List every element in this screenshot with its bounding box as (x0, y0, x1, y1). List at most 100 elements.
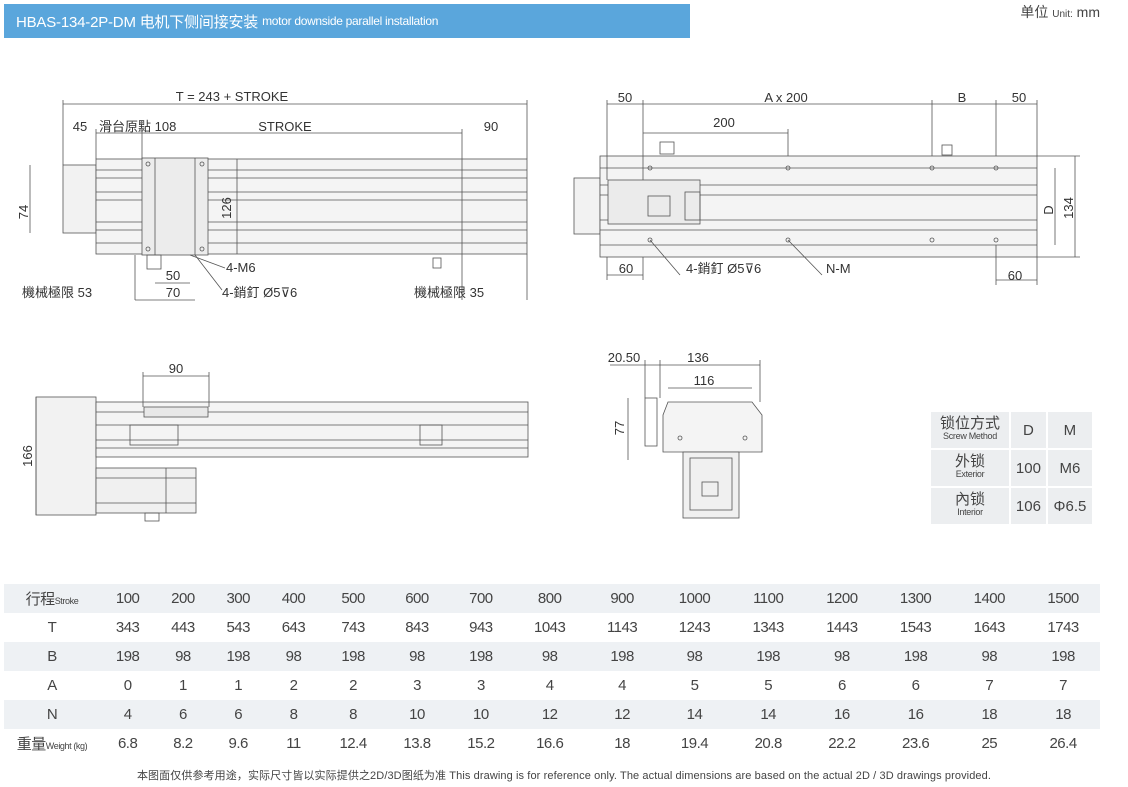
table-cell: 15.2 (467, 735, 495, 752)
table-cell: 1343 (752, 619, 785, 636)
screw-row-d: 106 (1009, 486, 1048, 526)
table-cell: 4 (545, 677, 554, 694)
row-label: N (4, 700, 100, 729)
table-cell: 16.6 (536, 735, 564, 752)
screw-row-interior: 內锁 Interior 106 Φ6.5 (929, 486, 1095, 526)
table-cell: 10 (448, 700, 513, 729)
table-cell: 3 (413, 677, 421, 694)
dim-74: 74 (16, 205, 31, 219)
table-cell: 843 (405, 619, 429, 636)
dim-50-top: 50 (166, 268, 180, 283)
table-cell: 1 (179, 677, 187, 694)
table-cell: 8.2 (173, 735, 193, 752)
label-thread: 4-M6 (226, 260, 256, 275)
screw-table-header: 锁位方式 Screw Method D M (929, 410, 1095, 450)
table-cell: 20.8 (754, 735, 783, 752)
dim-2050: 20.50 (608, 350, 641, 365)
table-cell: 98 (155, 642, 211, 671)
unit-label: 单位 Unit: mm (1020, 2, 1100, 22)
table-cell: 98 (952, 642, 1027, 671)
table-cell: 14 (657, 700, 732, 729)
table-cell: 1043 (534, 619, 566, 636)
title-bar: HBAS-134-2P-DM 电机下侧间接安装 motor downside p… (4, 4, 690, 38)
table-cell: 500 (321, 584, 386, 613)
table-cell: 6 (837, 677, 846, 694)
table-cell: 198 (586, 642, 658, 671)
dim-60-right: 60 (1008, 268, 1022, 283)
table-cell: 0 (123, 677, 132, 694)
table-cell: 7 (985, 677, 994, 694)
table-cell: 98 (265, 642, 322, 671)
table-cell: 198 (878, 642, 953, 671)
table-cell: 1400 (952, 584, 1027, 613)
table-cell: 12 (586, 700, 658, 729)
end-view: 20.50 136 116 77 (608, 350, 763, 519)
table-cell: 198 (210, 642, 266, 671)
table-cell: 1500 (1026, 584, 1100, 613)
table-cell: 400 (265, 584, 322, 613)
table-cell: 1143 (606, 619, 638, 636)
table-cell: 1443 (826, 619, 858, 636)
table-cell: 1643 (973, 619, 1006, 636)
table-cell: 300 (210, 584, 266, 613)
motor-block (62, 164, 97, 234)
row-label: A (47, 677, 57, 694)
technical-drawing: T = 243 + STROKE 45 滑台原點 108 STROKE 90 7… (16, 89, 1080, 522)
table-cell: 2 (289, 677, 298, 694)
table-cell: 12 (512, 700, 587, 729)
dim-50-left: 50 (618, 90, 632, 105)
table-cell: 98 (512, 642, 587, 671)
dim-126: 126 (219, 197, 234, 219)
table-cell: 198 (1026, 642, 1100, 671)
label-mech-limit-right: 機械極限 35 (414, 285, 484, 300)
label-mech-limit-left: 機械極限 53 (22, 285, 92, 300)
label-origin: 滑台原點 108 (99, 119, 176, 134)
screw-row-label: 內锁 Interior (929, 486, 1011, 526)
table-cell: 3 (476, 677, 485, 694)
table-cell: 16 (878, 700, 953, 729)
table-cell: 98 (385, 642, 449, 671)
footnote: 本图面仅供参考用途，实际尺寸皆以实际提供之2D/3D图纸为准 This draw… (136, 770, 992, 782)
table-cell: 25 (981, 735, 998, 752)
page-title: HBAS-134-2P-DM 电机下侧间接安装 (16, 13, 259, 31)
table-cell: 19.4 (680, 735, 709, 752)
table-cell: 6 (911, 677, 920, 694)
table-cell: 198 (731, 642, 806, 671)
top-view: T = 243 + STROKE 45 滑台原點 108 STROKE 90 7… (16, 89, 528, 301)
screw-method-table: 锁位方式 Screw Method D M 外锁 Exterior 100 M6… (929, 410, 1095, 526)
dim-90-top: 90 (484, 119, 498, 134)
table-cell: 200 (155, 584, 211, 613)
table-cell: 2 (349, 677, 357, 694)
dim-166: 166 (20, 445, 35, 467)
dim-136: 136 (687, 350, 709, 365)
table-cell: 1200 (805, 584, 879, 613)
table-cell: 23.6 (902, 735, 930, 752)
row-label: 重量Weight (kg) (16, 736, 88, 753)
table-cell: 198 (448, 642, 513, 671)
dim-134: 134 (1061, 197, 1076, 219)
table-cell: 6.8 (117, 735, 138, 752)
table-cell: 13.8 (403, 735, 431, 752)
table-cell: 1743 (1047, 619, 1079, 636)
table-cell: 4 (618, 677, 627, 694)
table-cell: 98 (805, 642, 879, 671)
screw-row-exterior: 外锁 Exterior 100 M6 (929, 448, 1095, 488)
table-cell: 26.4 (1049, 735, 1077, 752)
table-cell: 700 (448, 584, 513, 613)
motor-block-bottom (35, 396, 97, 516)
table-cell: 100 (100, 584, 156, 613)
table-cell: 1243 (678, 619, 711, 636)
carriage (141, 157, 209, 256)
unit-en: Unit: (1052, 9, 1073, 20)
row-label: 行程Stroke (4, 584, 100, 613)
table-cell: 6 (210, 700, 266, 729)
table-cell: 10 (385, 700, 449, 729)
table-cell: 22.2 (828, 735, 856, 752)
table-cell: 18 (952, 700, 1027, 729)
table-cell: 14 (731, 700, 806, 729)
